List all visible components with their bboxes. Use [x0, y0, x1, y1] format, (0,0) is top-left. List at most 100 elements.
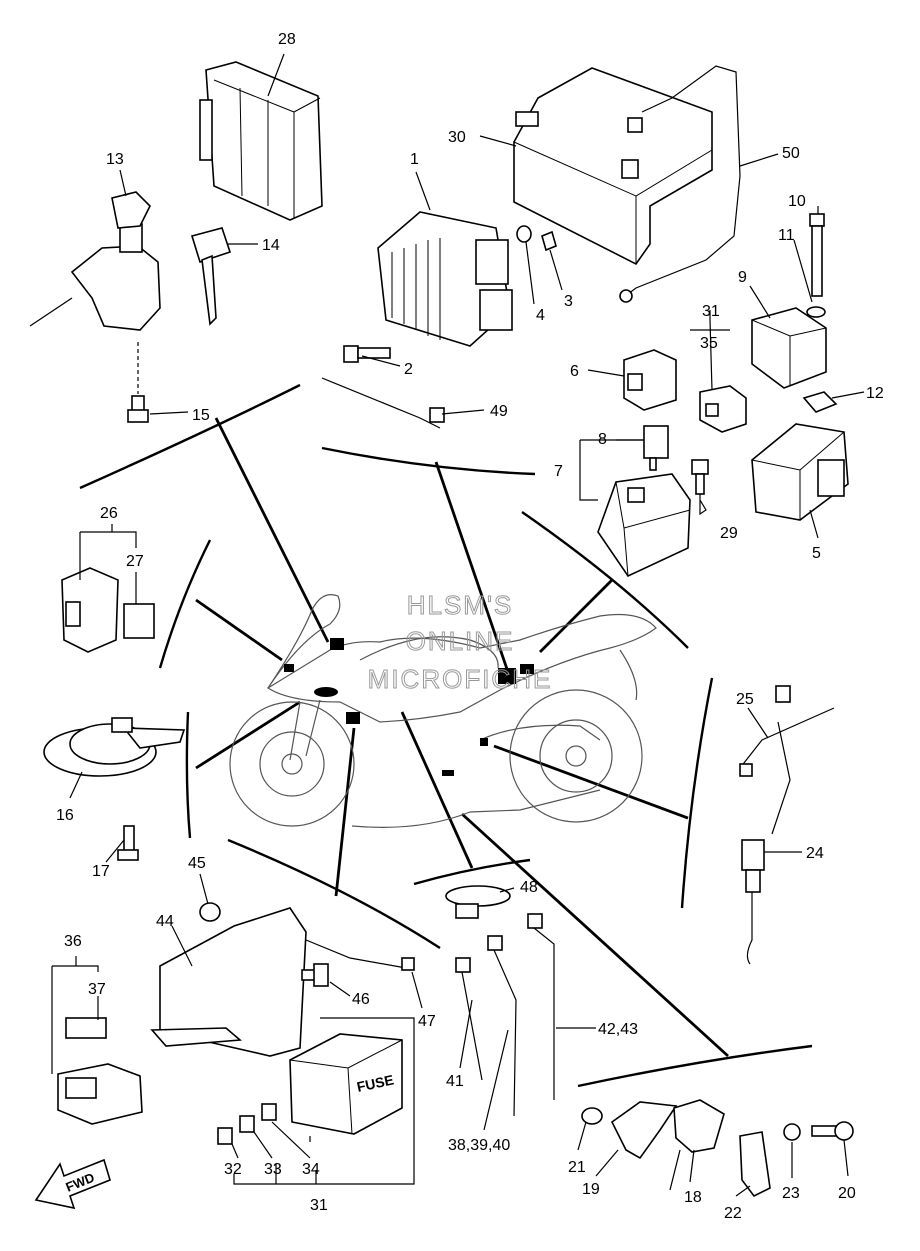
- callout-33: 33: [264, 1161, 282, 1178]
- part-11-washer: [806, 306, 826, 318]
- motorcycle-marker-c: [498, 668, 516, 684]
- part-22-lever: [739, 1131, 771, 1198]
- leader-lines: [51, 53, 865, 1197]
- part-29-bolt: [691, 459, 709, 495]
- callout-36: 36: [64, 933, 82, 950]
- motorcycle-marker-g: [480, 738, 488, 746]
- part-4-washer: [516, 225, 532, 243]
- part-21-nut: [581, 1107, 603, 1125]
- callout-14: 14: [262, 237, 280, 254]
- divider-arc-right: [680, 677, 714, 909]
- part-12-bracket: [802, 391, 838, 413]
- callout-2: 2: [404, 361, 413, 378]
- callout-20: 20: [838, 1185, 856, 1202]
- pointer-line-6: [493, 744, 689, 820]
- callout-9: 9: [738, 269, 747, 286]
- callout-1: 1: [410, 151, 419, 168]
- pointer-line-3: [539, 579, 613, 653]
- part-42-43-cable-tie: [527, 913, 555, 1100]
- callout-15: 15: [192, 407, 210, 424]
- callout-4: 4: [536, 307, 545, 324]
- callout-11: 11: [778, 227, 795, 244]
- divider-arc-left: [158, 539, 212, 669]
- pointer-line-8: [400, 711, 474, 869]
- part-17-bolt: [117, 825, 139, 861]
- callout-37: 37: [88, 981, 106, 998]
- pointer-line-7: [334, 727, 356, 897]
- motorcycle-outline: [229, 594, 657, 828]
- divider-arc-top-center: [321, 446, 536, 476]
- motorcycle-marker-e: [346, 712, 360, 724]
- callout-34: 34: [302, 1161, 320, 1178]
- part-14-key: [190, 227, 232, 326]
- callout-21: 21: [568, 1159, 586, 1176]
- part-46-screw: [301, 963, 329, 987]
- callout-23: 23: [782, 1185, 800, 1202]
- part-24-switch: [741, 839, 765, 965]
- part-44-bracket: [150, 907, 307, 1057]
- callout-25: 25: [736, 691, 754, 708]
- callout-42-43: 42,43: [598, 1021, 638, 1038]
- callout-8: 8: [598, 431, 607, 448]
- part-50-cable-terminal: [619, 289, 633, 303]
- pointer-line-5: [195, 700, 301, 770]
- callout-3: 3: [564, 293, 573, 310]
- callout-10: 10: [788, 193, 806, 210]
- callout-50: 50: [782, 145, 800, 162]
- pointer-line-2: [434, 461, 510, 673]
- callout-13: 13: [106, 151, 124, 168]
- part-15-screw: [127, 342, 149, 423]
- svg-text:HLSM'S: HLSM'S: [407, 590, 514, 620]
- fwd-arrow-icon: FWD: [34, 1158, 111, 1210]
- callout-32: 32: [224, 1161, 242, 1178]
- callout-31-top: 31: [702, 303, 720, 320]
- callout-19: 19: [582, 1181, 600, 1198]
- part-6-relay: [623, 349, 677, 411]
- svg-text:MICROFICHE: MICROFICHE: [368, 664, 553, 694]
- part-37-cap: [65, 1017, 107, 1039]
- callout-30: 30: [448, 129, 466, 146]
- motorcycle-marker-f: [442, 770, 454, 776]
- part-50-battery-cable: [627, 65, 741, 295]
- motorcycle-marker-b: [330, 638, 344, 650]
- callout-47: 47: [418, 1013, 436, 1030]
- callout-27: 27: [126, 553, 144, 570]
- part-45-grommet: [199, 902, 221, 922]
- pointer-line-4: [195, 598, 283, 662]
- callout-6: 6: [570, 363, 579, 380]
- part-36-connector: [57, 1063, 143, 1125]
- callout-28: 28: [278, 31, 296, 48]
- part-31-fuse-box: FUSE: [289, 1033, 403, 1135]
- divider-arc-bottom-right: [577, 1044, 813, 1088]
- part-10-bolt: [809, 213, 825, 297]
- callout-44: 44: [156, 913, 174, 930]
- fuse-box-label: FUSE: [355, 1072, 395, 1095]
- part-26-connector: [61, 567, 119, 653]
- divider-arc-cable-ties: [413, 858, 531, 886]
- part-34-fuse: [261, 1103, 277, 1121]
- part-47-clip: [401, 957, 415, 971]
- callout-7: 7: [554, 463, 563, 480]
- callout-22: 22: [724, 1205, 742, 1222]
- callout-numbers: 1 2 3 4 5 6 7 8 9 10 11 12 13 14 15 16 1…: [56, 31, 884, 1222]
- motorcycle-marker-h: [314, 687, 338, 697]
- part-35-connector: [699, 385, 747, 433]
- part-47-wire: [305, 939, 407, 969]
- part-30-battery: [513, 67, 713, 266]
- divider-arc-top-right: [521, 511, 689, 649]
- callout-24: 24: [806, 845, 824, 862]
- part-18-switch: [669, 1099, 725, 1191]
- motorcycle-marker-d: [520, 664, 534, 674]
- callout-46: 46: [352, 991, 370, 1008]
- part-9-relay: [751, 307, 827, 389]
- pointer-line-1: [214, 417, 330, 643]
- part-28-ecu: [199, 61, 323, 221]
- callout-48: 48: [520, 879, 538, 896]
- watermark: HLSM'S ONLINE MICROFICHE: [367, 590, 553, 695]
- callout-5: 5: [812, 545, 821, 562]
- svg-text:ONLINE: ONLINE: [406, 626, 515, 656]
- divider-arc-bottom-center: [227, 838, 441, 950]
- part-32-fuse: [217, 1127, 233, 1145]
- part-2-bolt: [343, 345, 391, 363]
- callout-49: 49: [490, 403, 508, 420]
